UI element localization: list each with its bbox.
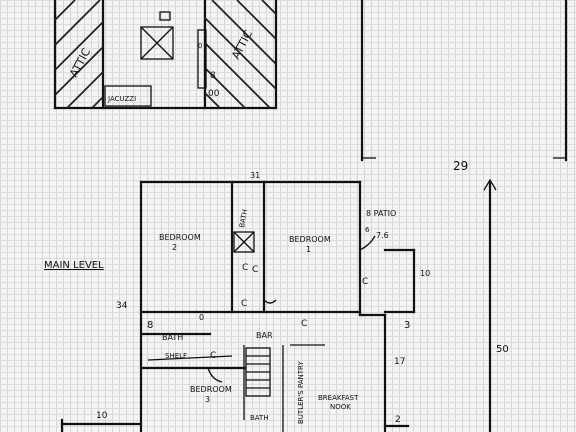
- bedroom-3-label: BEDROOM: [190, 385, 232, 394]
- bedroom-2-number: 2: [172, 243, 177, 252]
- toilet-icon: 8: [147, 320, 153, 331]
- bedroom-2-label: BEDROOM: [159, 233, 201, 242]
- patio-label: 8 PATIO: [366, 209, 396, 218]
- upper-sink-icon: 0: [198, 42, 202, 50]
- main-level-label: MAIN LEVEL: [44, 260, 104, 271]
- dimension-17: 17: [394, 357, 405, 367]
- dimension-34: 34: [116, 301, 128, 311]
- closet-label-5: C: [301, 319, 307, 329]
- dimension-10-right: 10: [420, 269, 430, 278]
- closet-label-6: C: [210, 351, 216, 361]
- dimension-29: 29: [453, 159, 468, 173]
- attic-right-label: ATTIC: [229, 28, 255, 62]
- bar-label: BAR: [256, 331, 273, 340]
- upper-toilet-icon: 8: [210, 71, 216, 81]
- dimension-3: 3: [404, 320, 410, 331]
- dimension-31: 31: [250, 171, 260, 180]
- dimension-2: 2: [395, 415, 401, 425]
- attic-right-hatch: [204, 0, 277, 109]
- jacuzzi-box: [104, 85, 152, 107]
- upper-basin-icon: 00: [208, 89, 220, 99]
- upper-skylight: [140, 26, 174, 60]
- patio-door-swing: [359, 235, 376, 251]
- sink-icon: 0: [199, 313, 204, 322]
- arrow-head: [483, 178, 497, 191]
- closet-label-4: C: [362, 277, 368, 287]
- bedroom1-door-swing: [263, 299, 277, 304]
- bedroom-1-label: BEDROOM: [289, 235, 331, 244]
- main-level: MAIN LEVEL BEDROOM 2 BEDROOM 1 BATH BATH…: [44, 180, 396, 432]
- upper-level: ATTIC ATTIC 0 8 00 JACUZZI: [53, 0, 278, 110]
- upper-fixture: [159, 11, 171, 21]
- dimension-50: 50: [496, 344, 509, 355]
- dimension-6-top: 6: [365, 226, 370, 234]
- bath-center-label: BATH: [238, 209, 249, 229]
- upper-vanity: [197, 29, 207, 89]
- breakfast-nook-sub: NOOK: [330, 403, 351, 411]
- closet-label-2: C: [252, 265, 258, 275]
- jacuzzi-label: JACUZZI: [107, 95, 136, 103]
- main-bath-skylight: [233, 231, 255, 253]
- patio-dimension: 7.6: [376, 231, 389, 240]
- dimension-10-bottom: 10: [96, 411, 108, 421]
- patio: [383, 248, 416, 314]
- closet-label-1: C: [242, 263, 248, 273]
- butlers-pantry-label: BUTLER'S PANTRY: [297, 361, 305, 424]
- bedroom3-door-swing: [207, 367, 223, 383]
- attic-left-label: ATTIC: [67, 46, 93, 80]
- bath-lower-label: BATH: [250, 414, 269, 422]
- bath-left-label: BATH: [162, 333, 183, 342]
- shelf-label: SHELF: [165, 352, 187, 360]
- attic-left-hatch: [54, 0, 104, 109]
- bedroom-3-number: 3: [205, 395, 210, 404]
- breakfast-nook-label: BREAKFAST: [318, 394, 359, 402]
- bedroom-1-number: 1: [306, 245, 311, 254]
- closet-label-3: C: [241, 299, 247, 309]
